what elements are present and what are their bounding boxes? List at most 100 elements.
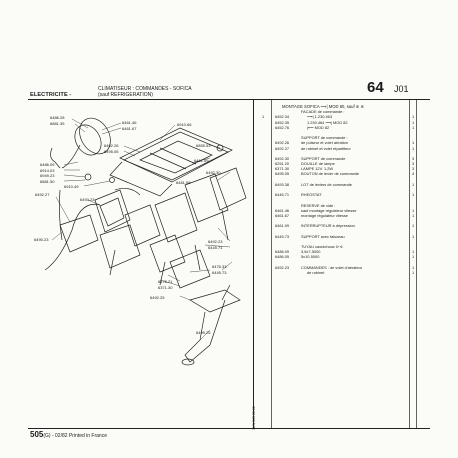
part-quantity: 1 <box>412 212 415 218</box>
part-label: 6910.66 <box>177 122 192 127</box>
part-description: 5x10-5000 <box>301 254 320 260</box>
footer-rule <box>28 428 430 429</box>
part-row: SUPPORT de commande : <box>262 135 422 140</box>
part-label: 6371.30 <box>158 285 173 290</box>
part-description: 3,5x7-5000 <box>301 249 321 255</box>
part-row: 6452.35 1.230.464 ⟶| MOD 82 1 <box>262 120 422 125</box>
control-facade-drawing <box>109 127 233 197</box>
part-row: de robinet 1 <box>262 270 422 275</box>
part-description: FACADE de commande : <box>301 109 345 115</box>
section-subtitle: CLIMATISEUR : COMMANDES - SOFICA (sauf R… <box>98 86 192 98</box>
part-quantity: 1 <box>412 249 415 255</box>
part-row: 6486.09 3,5x7-5000 1 <box>262 249 422 254</box>
part-description: LOT de leviers de commande <box>301 181 352 187</box>
part-description: 1.230.464 ⟶| MOD 82 <box>307 119 348 125</box>
side-code: 11/N 505 30.00 <box>252 406 256 430</box>
part-row: 6461.09 INTERRUPTEUR à dépression 1 <box>262 223 422 228</box>
part-quantity: 1 <box>412 140 415 146</box>
part-quantity: 3 <box>412 166 415 172</box>
part-description: de robinet <box>307 270 325 275</box>
part-quantity: 3 <box>412 161 415 167</box>
part-quantity: 1 <box>412 114 415 120</box>
part-label: 6476.21 <box>158 279 173 284</box>
part-quantity: 1 <box>412 181 415 187</box>
part-description: BOUTON de levier de commande <box>301 171 360 177</box>
part-reference: 6492.26 <box>275 140 290 146</box>
part-reference: 6452.76 <box>275 124 290 130</box>
part-reference: 6461.67 <box>275 212 290 218</box>
list-title: MONTAGE SOFICA ⟶| MOD 80, sauf ✲ ✲ <box>282 104 364 109</box>
right-divider <box>416 99 417 429</box>
part-reference: 6452.35 <box>275 119 290 125</box>
part-label: 6486.09 <box>40 162 55 167</box>
part-row: 6445.73 SUPPORT avec faisceau 1 <box>262 234 422 239</box>
part-label: 6910.49 <box>64 184 79 189</box>
part-label: 6493.23 <box>80 197 95 202</box>
part-row: RESERVE de vide : <box>262 203 422 208</box>
part-quantity: 1 <box>412 254 415 260</box>
part-reference: 6461.09 <box>275 223 290 229</box>
part-reference: 6493.38 <box>275 181 290 187</box>
part-reference: 6492.27 <box>275 145 290 151</box>
part-label: 6445.71 <box>208 245 223 250</box>
part-quantity: 1 <box>412 192 415 198</box>
part-label: 6949.23 <box>40 173 55 178</box>
part-quantity: 1 <box>412 233 415 239</box>
part-label: 6914.03 <box>40 168 55 173</box>
part-description: ⟶| 1.230.463 <box>307 114 332 120</box>
part-label: 6492.25 <box>150 295 165 300</box>
part-reference: 6445.71 <box>275 192 290 198</box>
part-label: 6461.09 <box>194 158 209 163</box>
vacuum-reservoir-drawing <box>50 117 111 169</box>
part-label: 6881.35 <box>50 121 65 126</box>
part-label: 6476.33 <box>212 264 227 269</box>
part-label: 6495.05 <box>104 149 119 154</box>
part-row: FACADE de commande : <box>262 109 422 114</box>
part-label: 6461.67 <box>122 126 137 131</box>
part-description: SUPPORT de commande <box>301 155 346 161</box>
part-description: |⟵ MOD 82 <box>307 124 330 130</box>
column-divider <box>253 99 254 429</box>
part-reference: 6452.34 <box>275 114 290 120</box>
part-description: RHEOSTAT <box>301 192 322 198</box>
part-label: 6499.25 <box>196 330 211 335</box>
leader-lines <box>51 118 233 341</box>
part-description: sauf montage régulateur vitesse <box>301 207 357 213</box>
page-number: 64 <box>367 79 384 96</box>
part-reference: 6371.30 <box>275 166 290 172</box>
part-description: SUPPORT avec faisceau <box>301 233 345 239</box>
part-quantity: 1 <box>412 207 415 213</box>
part-label: 6492.27 <box>35 192 50 197</box>
list-title-row: MONTAGE SOFICA ⟶| MOD 80, sauf ✲ ✲ <box>262 104 422 109</box>
part-reference: 6492.30 <box>275 155 290 161</box>
control-supports-drawing <box>59 167 247 289</box>
part-reference: 6486.09 <box>275 249 290 255</box>
subtitle-line1: CLIMATISEUR : COMMANDES - SOFICA <box>98 86 192 92</box>
part-description: DOUILLE de lampe <box>301 161 335 167</box>
part-label: 6461.46 <box>122 120 137 125</box>
list-divider <box>271 99 272 429</box>
part-description: INTERRUPTEUR à dépression <box>301 223 355 229</box>
part-reference: 6445.73 <box>275 233 290 239</box>
part-description: de robinet et volet répartiteur <box>301 145 351 151</box>
part-description: RESERVE de vide : <box>301 202 336 208</box>
subtitle-line2: (sauf REFRIGERATION) <box>98 92 153 98</box>
part-label: 6490.23 <box>34 237 49 242</box>
part-quantity: 1 <box>412 270 415 275</box>
part-quantity: 1 <box>412 223 415 229</box>
part-quantity: 1 <box>412 264 415 270</box>
part-quantity: 1 <box>412 119 415 125</box>
page-code: J01 <box>394 84 409 94</box>
parts-list: MONTAGE SOFICA ⟶| MOD 80, sauf ✲ ✲ FACAD… <box>262 104 422 275</box>
part-label: 6481.58 <box>176 180 191 185</box>
part-row: TUYAU caoutchouc ⊳⊲ <box>262 244 422 249</box>
